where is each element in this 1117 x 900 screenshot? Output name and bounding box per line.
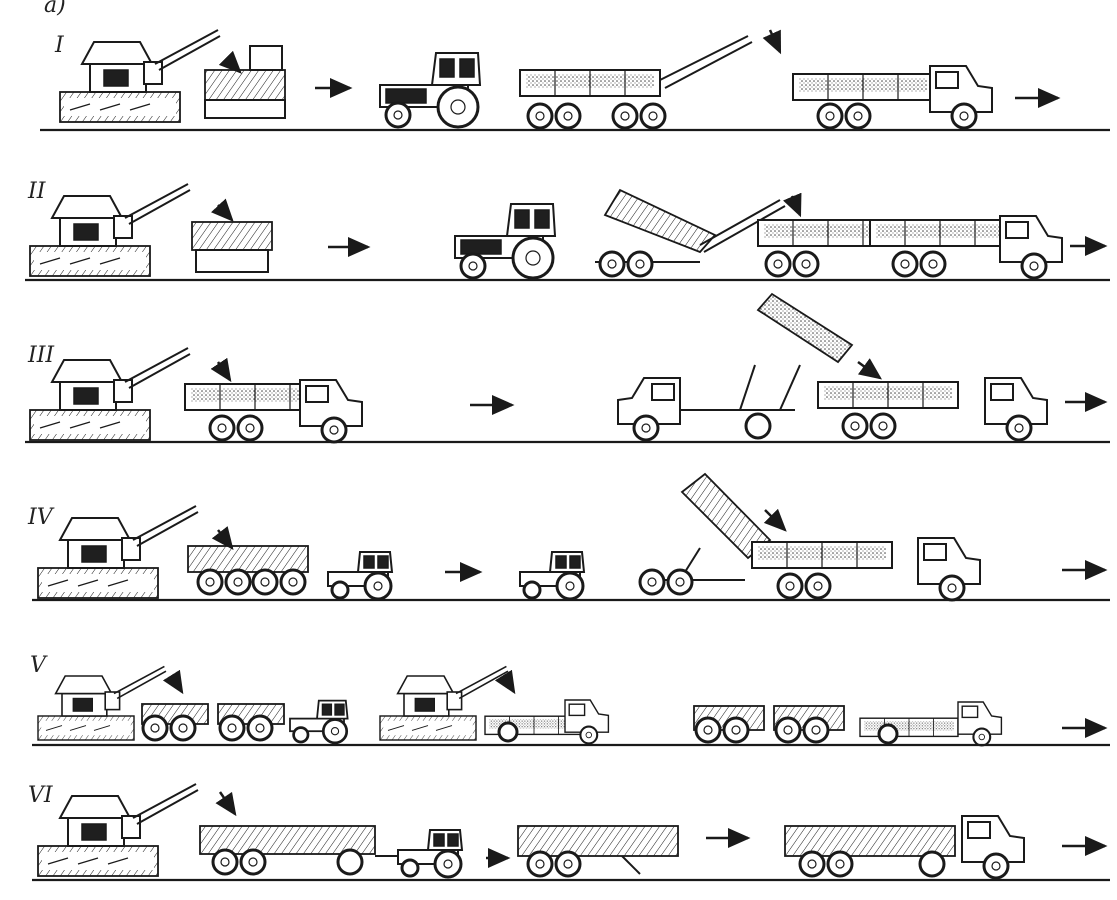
truck-with-trailer <box>758 216 1062 278</box>
row-label-4: IV <box>27 505 55 530</box>
unload-arrow <box>770 30 780 52</box>
receiving-truck <box>752 538 980 600</box>
unload-arrow <box>504 676 514 692</box>
truck-with-tipping-body <box>618 294 852 440</box>
corner-mark: a) <box>44 0 66 18</box>
tipping-trailer <box>595 190 785 276</box>
parked-semi-trailer <box>518 826 678 876</box>
grain-truck <box>485 700 608 743</box>
road-train <box>694 702 1001 745</box>
receiving-truck <box>818 378 1047 440</box>
tractor <box>520 552 584 599</box>
row-2: II <box>25 179 1110 280</box>
unload-arrow <box>218 205 232 220</box>
bunker-trailer <box>192 222 272 272</box>
combine-harvester <box>38 506 198 598</box>
grain-truck <box>185 380 362 442</box>
unload-arrow <box>220 792 235 814</box>
row-3: III <box>25 294 1110 442</box>
combine-harvester <box>60 30 220 122</box>
semi-trailer-tractor <box>200 826 462 877</box>
tractor <box>455 204 555 278</box>
unload-arrow <box>792 196 800 215</box>
row-6: VI <box>28 783 1110 880</box>
row-label-5: V <box>30 653 48 678</box>
tractor-train <box>142 701 348 743</box>
unload-arrow <box>218 362 230 380</box>
row-label-6: VI <box>28 783 54 808</box>
unload-arrow <box>765 510 785 530</box>
row-5: V <box>30 653 1110 745</box>
row-label-1: I <box>54 33 65 58</box>
row-label-2: II <box>27 179 47 204</box>
unload-arrow <box>172 676 182 692</box>
grain-trailer-with-auger <box>520 36 752 128</box>
combine-harvester <box>38 784 198 876</box>
tractor-trailer <box>188 546 392 599</box>
tipping-trailer <box>640 474 770 594</box>
dump-truck <box>793 66 992 128</box>
bunker-trailer <box>205 46 285 118</box>
unload-arrow <box>858 362 880 378</box>
row-1: I <box>40 30 1110 130</box>
tractor <box>380 53 480 127</box>
combine-harvester <box>30 184 190 276</box>
truck-semi-trailer <box>785 816 1024 878</box>
row-4: IV <box>27 474 1110 600</box>
row-label-3: III <box>27 343 55 368</box>
